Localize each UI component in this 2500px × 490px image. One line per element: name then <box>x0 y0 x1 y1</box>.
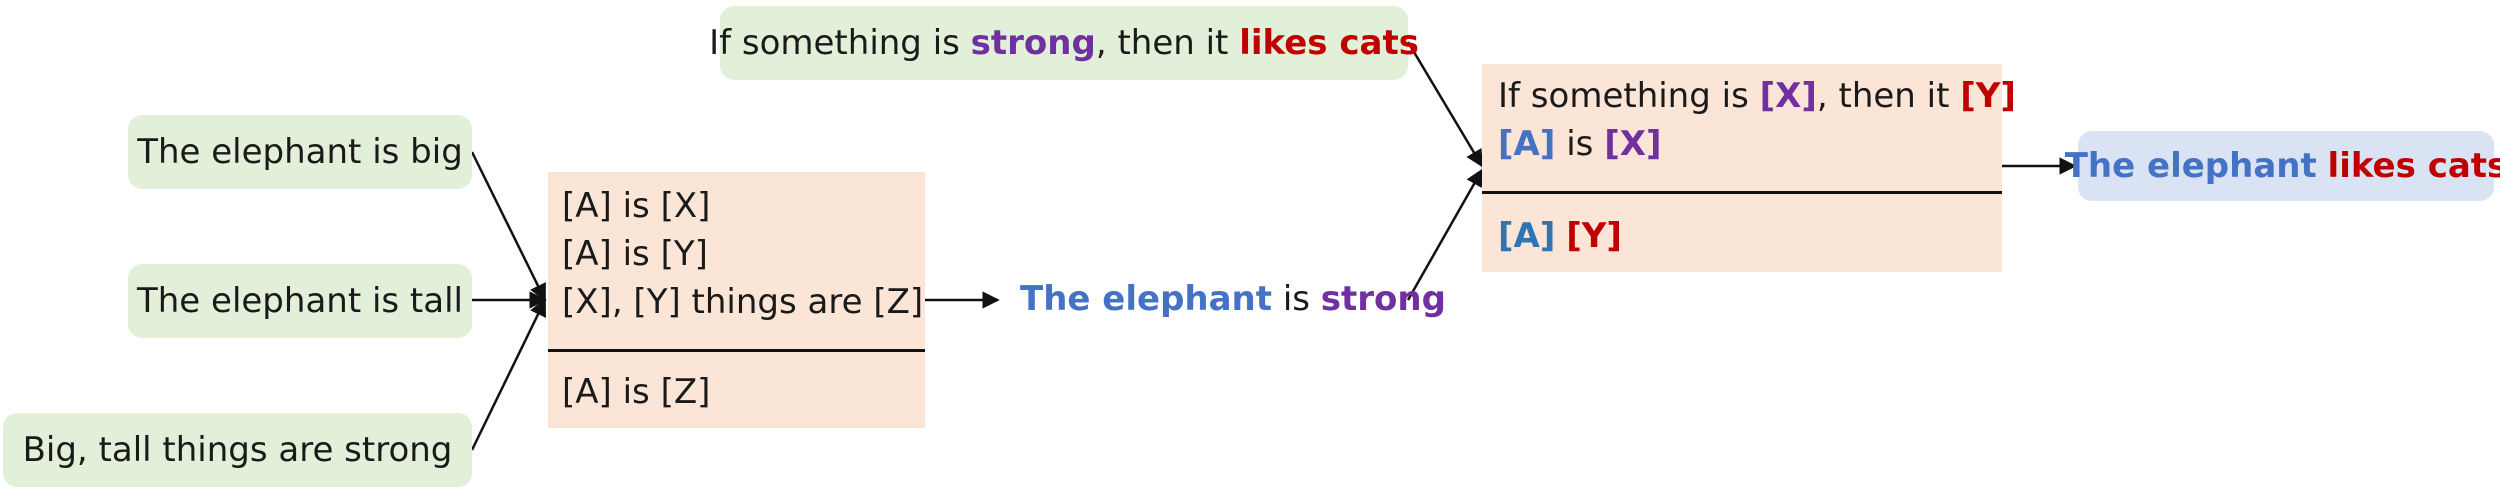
rule2-text: If something is <box>1498 76 1760 116</box>
premise-elephant-tall: The elephant is tall <box>128 264 472 338</box>
arrow-intermediate-to-rule2 <box>1406 168 1484 301</box>
rule2-text: , then it <box>1816 76 1961 116</box>
intermediate-property: strong <box>1320 279 1446 319</box>
rule2-var-y: [Y] <box>1566 216 1622 256</box>
rule2-text: is <box>1555 124 1605 164</box>
result-action: likes cats <box>2327 146 2500 186</box>
premise-action: likes cats <box>1239 23 1419 63</box>
premise-text: The elephant is big <box>137 132 463 172</box>
rule-box-2: If something is [X], then it [Y] [A] is … <box>1482 64 2016 272</box>
rule2-var-a: [A] <box>1498 216 1556 256</box>
premise-text: The elephant is tall <box>136 281 463 321</box>
premise-text: Big, tall things are strong <box>22 430 453 470</box>
rule2-line-2: [A] is [X] <box>1498 120 1661 168</box>
rule2-var-x: [X] <box>1759 76 1817 116</box>
result-conclusion: The elephant likes cats <box>2065 131 2500 201</box>
rule2-var-y: [Y] <box>1960 76 2016 116</box>
premise-text-part2: , then it <box>1095 23 1240 63</box>
result-subject: The elephant <box>2064 146 2317 186</box>
rule1-line-2: [A] is [Y] <box>562 234 708 274</box>
rule1-line-1: [A] is [X] <box>562 186 711 226</box>
intermediate-subject: The elephant <box>1020 279 1273 319</box>
premise-property: strong <box>970 23 1096 63</box>
rule2-conclusion: [A] [Y] <box>1498 212 1622 260</box>
rule1-separator <box>548 349 925 352</box>
arrow-p1-to-rule1 <box>470 151 547 302</box>
arrow-top-premise-to-rule2 <box>1406 41 1484 168</box>
rule2-line-1: If something is [X], then it [Y] <box>1498 72 2016 120</box>
premise-elephant-big: The elephant is big <box>128 115 472 189</box>
arrow-p3-to-rule1 <box>470 298 547 451</box>
intermediate-conclusion: The elephant is strong <box>1020 279 1446 319</box>
rule2-var-a: [A] <box>1498 124 1556 164</box>
premise-strong-likes-cats: If something is strong, then it likes ca… <box>709 6 1419 80</box>
rule-box-1: [A] is [X] [A] is [Y] [X], [Y] things ar… <box>548 172 925 428</box>
rule2-var-x: [X] <box>1604 124 1662 164</box>
intermediate-verb: is <box>1272 279 1321 319</box>
rule1-line-3: [X], [Y] things are [Z] <box>562 282 924 322</box>
rule2-separator <box>1482 191 2002 194</box>
premise-big-tall-strong: Big, tall things are strong <box>3 413 472 487</box>
premise-text-part1: If something is <box>709 23 971 63</box>
rule1-conclusion: [A] is [Z] <box>562 372 711 412</box>
